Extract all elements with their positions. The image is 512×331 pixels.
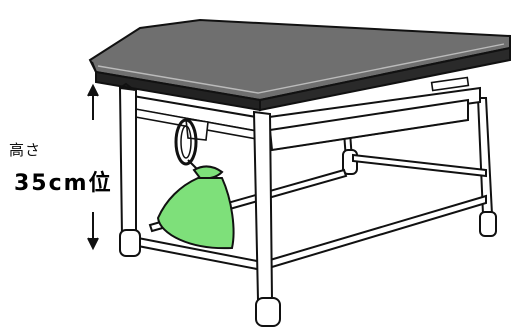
arrow-up-icon	[88, 86, 98, 120]
drawer-handle	[432, 78, 469, 91]
back-right-leg-cap	[480, 212, 496, 236]
front-right-leg-cap	[256, 298, 280, 326]
height-label: 高さ	[9, 139, 41, 160]
front-left-leg	[120, 88, 136, 236]
bag-body	[158, 178, 234, 248]
front-right-leg	[254, 112, 272, 300]
measurement-label: 35cm位	[14, 165, 113, 197]
arrow-down-icon	[88, 212, 98, 248]
hanging-bag	[158, 120, 234, 248]
front-left-leg-cap	[120, 230, 140, 256]
